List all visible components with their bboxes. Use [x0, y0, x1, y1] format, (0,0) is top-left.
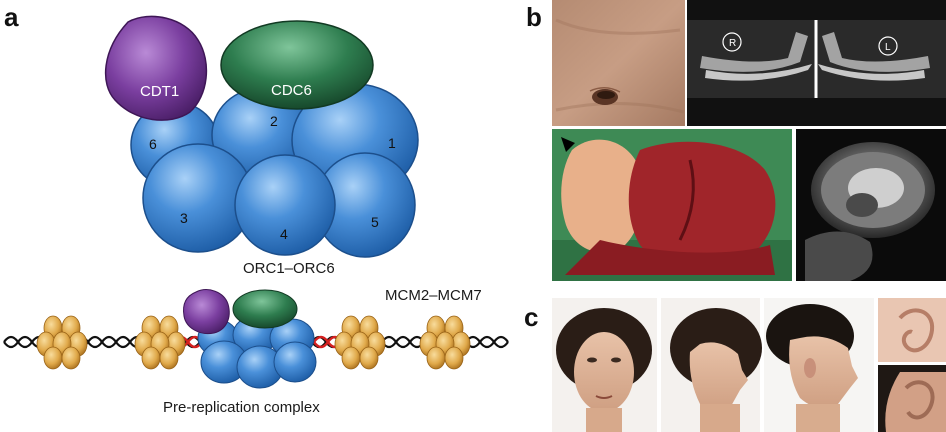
pre-replication-diagram: MCM2–MCM7 Pre-replication complex — [3, 287, 509, 416]
mcm-helicase-1 — [36, 315, 88, 370]
mcm-helicase-2 — [134, 315, 186, 370]
panel-letter-a: a — [4, 2, 19, 32]
complex-label: Pre-replication complex — [163, 399, 320, 416]
ear-photo-bottom — [878, 365, 946, 432]
panel-letter-c: c — [524, 302, 538, 332]
panel-c: c — [524, 298, 946, 432]
panel-a: a 6 2 1 3 4 5 CDT1 CDC6 ORC1–ORC6 — [3, 2, 509, 416]
orc-label-4: 4 — [280, 226, 288, 242]
cdt1-protein-small — [183, 289, 230, 335]
arrowhead-icon — [561, 137, 575, 152]
patient-photo-front — [552, 298, 657, 432]
orc-label-1: 1 — [388, 135, 396, 151]
panel-letter-b: b — [526, 2, 542, 32]
orc-complex-small — [197, 315, 317, 389]
cdc6-protein-small — [232, 289, 298, 329]
xray-marker-right-label: R — [729, 38, 736, 49]
orc-label-6: 6 — [149, 136, 157, 152]
cdt1-protein — [104, 15, 208, 121]
mcm-helicase-3 — [334, 315, 386, 370]
xray-image: R L — [687, 0, 946, 126]
mcm-helicase-4 — [419, 315, 471, 370]
orc-complex-diagram: 6 2 1 3 4 5 CDT1 CDC6 ORC1–ORC6 — [104, 15, 419, 277]
mcm-label: MCM2–MCM7 — [385, 287, 482, 304]
xray-marker-left — [878, 36, 898, 56]
cdt1-label: CDT1 — [140, 83, 179, 100]
umbilicus-photo — [552, 0, 685, 126]
orc-label: ORC1–ORC6 — [243, 260, 335, 277]
panel-b: b R L — [526, 0, 946, 281]
ear-photo-top — [878, 298, 946, 362]
lung-specimen-photo — [552, 129, 792, 281]
xray-marker-left-label: L — [885, 42, 891, 53]
orc-label-3: 3 — [180, 210, 188, 226]
cdc6-label: CDC6 — [271, 82, 312, 99]
patient-photo-older-profile — [764, 298, 874, 432]
orc-label-2: 2 — [270, 113, 278, 129]
orc-subunit-4 — [234, 154, 336, 256]
xray-marker-right — [722, 32, 742, 52]
mri-brain-image — [796, 129, 946, 281]
orc-label-5: 5 — [371, 214, 379, 230]
patient-photo-profile — [661, 298, 762, 432]
cdc6-protein — [220, 20, 374, 110]
